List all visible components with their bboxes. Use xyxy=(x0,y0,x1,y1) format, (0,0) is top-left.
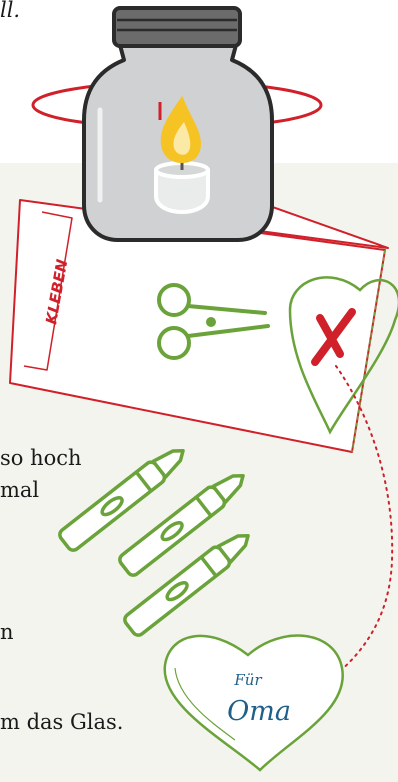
gift-tag-line2: Oma xyxy=(227,696,291,727)
jar-icon xyxy=(33,8,321,240)
gift-tag-line1: Für xyxy=(233,671,262,689)
